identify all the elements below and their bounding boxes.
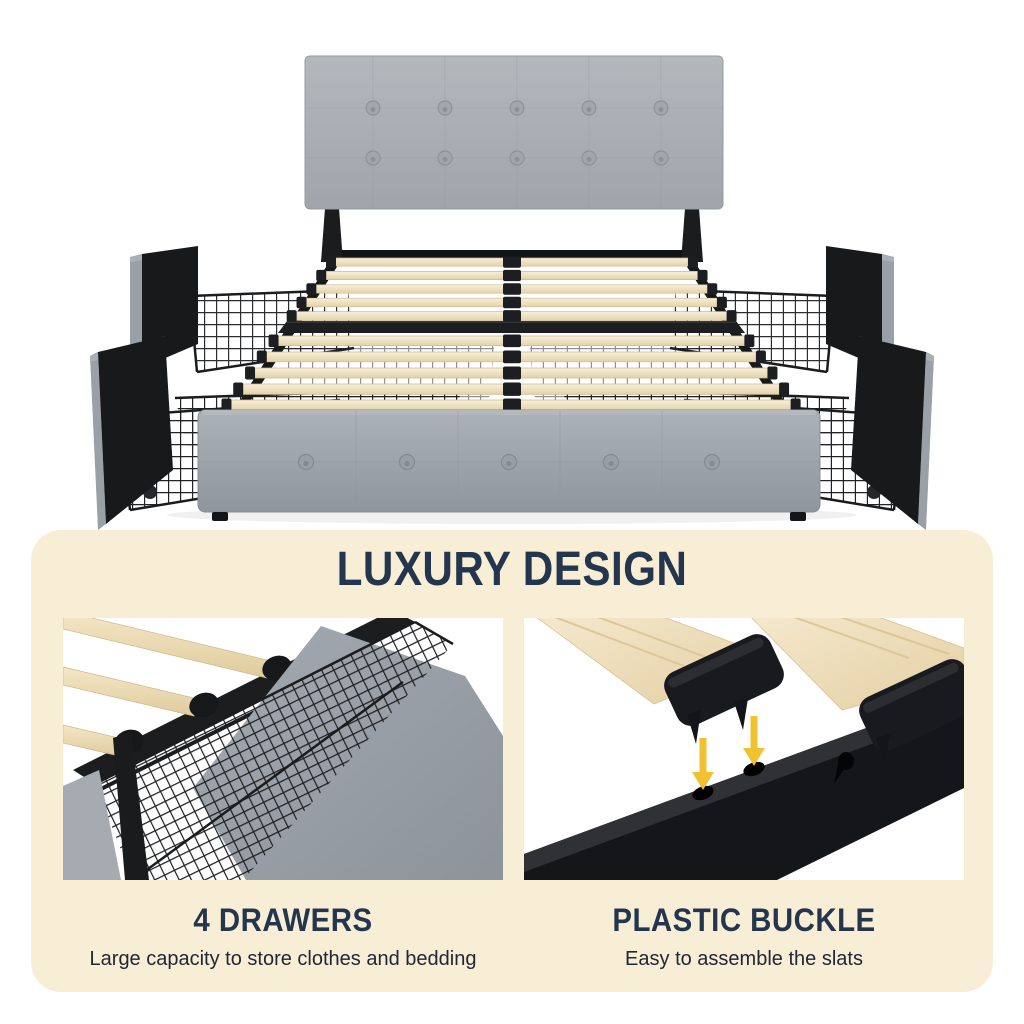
footboard-seams bbox=[199, 411, 819, 511]
wood-grain bbox=[554, 618, 950, 667]
bed-illustration bbox=[90, 55, 1024, 530]
plastic-buckle-closeup-photo bbox=[524, 618, 964, 880]
feature-card-drawers: 4 DRAWERS Large capacity to store clothe… bbox=[63, 618, 503, 971]
drawer-front-lower bbox=[90, 336, 173, 530]
wire-basket bbox=[94, 620, 454, 880]
buckle-peg bbox=[687, 710, 701, 744]
plastic-buckle bbox=[664, 634, 784, 744]
feature-title-drawers: 4 DRAWERS bbox=[193, 902, 373, 938]
buckle-peg bbox=[734, 698, 748, 730]
rail-hole bbox=[743, 761, 765, 777]
footboard-tufting-buttons bbox=[297, 453, 721, 471]
feature-title-buckle: PLASTIC BUCKLE bbox=[612, 902, 876, 938]
plastic-buckle bbox=[859, 659, 964, 764]
bed-product-photo bbox=[90, 55, 1024, 530]
down-arrow-icon bbox=[743, 716, 765, 766]
buckle-closeup-illustration bbox=[524, 618, 964, 880]
headboard-seams bbox=[306, 57, 722, 208]
footboard bbox=[197, 409, 821, 521]
rail-keyhole bbox=[834, 752, 854, 784]
panel-title: LUXURY DESIGN bbox=[336, 543, 688, 596]
feature-card-buckle: PLASTIC BUCKLE Easy to assemble the slat… bbox=[524, 618, 964, 971]
headboard bbox=[304, 55, 724, 210]
cross-beam bbox=[278, 321, 745, 333]
bed-foot bbox=[212, 512, 228, 521]
feature-description-drawers: Large capacity to store clothes and bedd… bbox=[89, 948, 477, 970]
buckle-peg bbox=[876, 734, 890, 764]
drawer-closeup-illustration bbox=[63, 618, 503, 880]
drawer-closeup-photo bbox=[63, 618, 503, 880]
bed-foot bbox=[790, 512, 806, 521]
frame-post bbox=[113, 732, 149, 880]
adjacent-drawer-panel bbox=[63, 770, 121, 880]
metal-rail bbox=[524, 692, 964, 880]
down-arrow-icon bbox=[692, 738, 714, 790]
luxury-design-panel: LUXURY DESIGN bbox=[31, 530, 993, 992]
rail-hole bbox=[692, 785, 714, 801]
wooden-slats bbox=[220, 256, 802, 413]
headboard-legs bbox=[321, 208, 703, 262]
feature-description-buckle: Easy to assemble the slats bbox=[625, 948, 863, 970]
headboard-tufting-buttons bbox=[365, 100, 669, 166]
